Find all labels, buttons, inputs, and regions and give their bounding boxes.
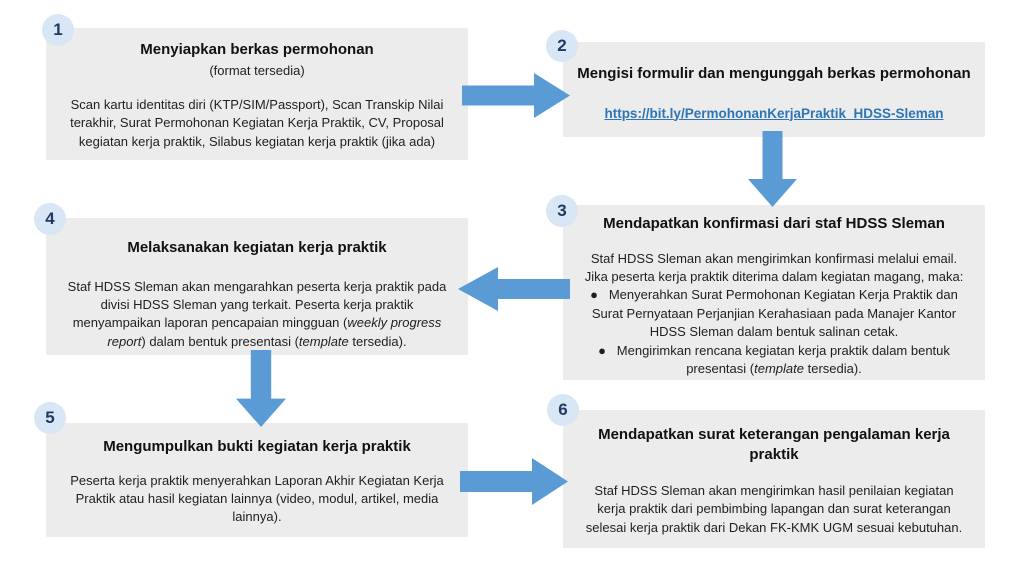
step-5-body: Peserta kerja praktik menyerahkan Lapora… <box>70 472 444 525</box>
step-5-title: Mengumpulkan bukti kegiatan kerja prakti… <box>103 438 411 455</box>
step-3-number-badge: 3 <box>546 195 578 227</box>
step-1-body: Scan kartu identitas diri (KTP/SIM/Passp… <box>70 96 444 149</box>
step-3-title: Mendapatkan konfirmasi dari staf HDSS Sl… <box>603 215 945 232</box>
step-6-number-badge: 6 <box>547 394 579 426</box>
step-5-box: Mengumpulkan bukti kegiatan kerja prakti… <box>46 423 468 537</box>
step-2-link-row: https://bit.ly/PermohonanKerjaPraktik_HD… <box>577 105 971 123</box>
arrow-down-step2-to-step3-icon <box>748 131 797 207</box>
step-4-body-italic-2: template <box>298 333 349 349</box>
step-4-body-text: Staf HDSS Sleman akan mengarahkan pesert… <box>67 278 447 331</box>
step-1-title: Menyiapkan berkas permohonan <box>140 41 374 58</box>
step-3-bullet-1: ● Menyerahkan Surat Permohonan Kegiatan … <box>590 287 958 340</box>
step-6-title: Mendapatkan surat keterangan pengalaman … <box>598 426 950 463</box>
step-4-body-mid: ) dalam bentuk presentasi ( <box>141 333 299 349</box>
arrow-right-step1-to-step2-icon <box>462 73 570 118</box>
step-4-box: Melaksanakan kegiatan kerja praktik Staf… <box>46 218 468 355</box>
step-2-title: Mengisi formulir dan mengunggah berkas p… <box>577 65 971 82</box>
step-3-bullet-2-tail: tersedia). <box>803 361 862 377</box>
step-1-box: Menyiapkan berkas permohonan (format ter… <box>46 28 468 160</box>
step-3-bullet-2: ● Mengirimkan rencana kegiatan kerja pra… <box>579 342 969 379</box>
step-4-title: Melaksanakan kegiatan kerja praktik <box>127 239 387 256</box>
step-2-box: Mengisi formulir dan mengunggah berkas p… <box>563 42 985 137</box>
step-3-intro: Staf HDSS Sleman akan mengirimkan konfir… <box>584 250 964 284</box>
step-3-bullet-2-text: ● Mengirimkan rencana kegiatan kerja pra… <box>598 342 950 377</box>
step-3-bullet-2-italic: template <box>754 361 804 377</box>
arrow-right-step5-to-step6-icon <box>460 458 568 505</box>
application-form-link[interactable]: https://bit.ly/PermohonanKerjaPraktik_HD… <box>604 105 944 121</box>
step-6-box: Mendapatkan surat keterangan pengalaman … <box>563 410 985 548</box>
step-4-number-badge: 4 <box>34 203 66 235</box>
step-6-body: Staf HDSS Sleman akan mengirimkan hasil … <box>585 483 963 535</box>
arrow-down-step4-to-step5-icon <box>236 350 286 427</box>
step-1-number-badge: 1 <box>42 14 74 46</box>
step-1-subtitle: (format tersedia) <box>209 62 305 78</box>
step-5-number-badge: 5 <box>34 402 66 434</box>
step-4-body-tail: tersedia). <box>348 333 407 349</box>
step-4-body: Staf HDSS Sleman akan mengarahkan pesert… <box>60 278 454 352</box>
step-2-number-badge: 2 <box>546 30 578 62</box>
step-3-box: Mendapatkan konfirmasi dari staf HDSS Sl… <box>563 205 985 380</box>
step-4-body-italic-1: weekly progress report <box>107 315 442 349</box>
arrow-left-step3-to-step4-icon <box>458 267 570 311</box>
